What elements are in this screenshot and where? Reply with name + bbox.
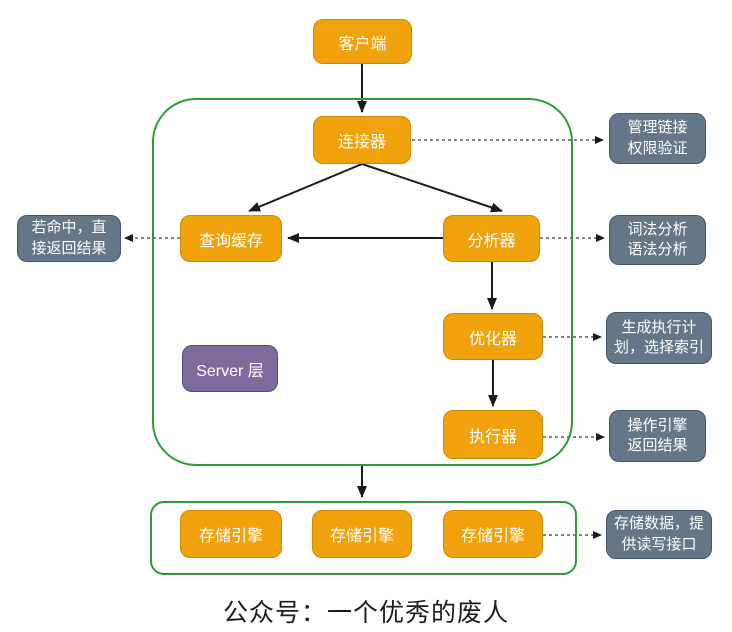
server-layer-tag: Server 层	[182, 345, 278, 392]
node-storage-engine-3: 存储引擎	[443, 510, 543, 558]
caption-text: 公众号：一个优秀的废人	[222, 599, 509, 627]
edge-connector-querycache	[248, 163, 363, 212]
node-analyzer: 分析器	[443, 215, 540, 262]
node-connector: 连接器	[313, 116, 411, 164]
node-client: 客户端	[313, 19, 412, 64]
node-storage-engine-1: 存储引擎	[180, 510, 282, 558]
note-connector: 管理链接 权限验证	[609, 113, 706, 164]
note-optimizer: 生成执行计 划，选择索引	[606, 312, 712, 364]
node-storage-engine-2: 存储引擎	[312, 510, 412, 558]
node-optimizer: 优化器	[443, 313, 543, 360]
edge-connector-analyzer	[361, 163, 503, 213]
note-cache-hit: 若命中，直 接返回结果	[17, 215, 121, 262]
note-executor: 操作引擎 返回结果	[609, 410, 706, 462]
storage-layer-container	[150, 501, 577, 575]
node-executor: 执行器	[443, 410, 543, 459]
node-query-cache: 查询缓存	[180, 215, 282, 262]
note-analyzer: 词法分析 语法分析	[609, 215, 706, 265]
server-layer-container	[152, 98, 573, 466]
note-storage: 存储数据，提 供读写接口	[606, 510, 712, 559]
